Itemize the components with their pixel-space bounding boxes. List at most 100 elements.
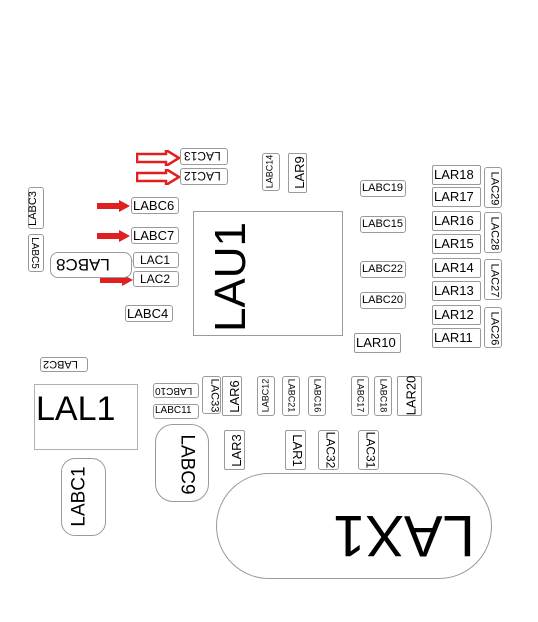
- label-labc20: LABC20: [362, 294, 403, 306]
- label-lar3: LAR3: [228, 434, 244, 467]
- label-labc14: LABC14: [264, 154, 275, 189]
- component-lac2: [133, 271, 179, 287]
- component-lac26: [484, 307, 502, 348]
- component-lau1: [193, 211, 343, 336]
- component-lar3: [224, 430, 245, 470]
- component-lac29: [484, 167, 502, 208]
- component-lac28: [484, 212, 502, 253]
- label-lac31: LAC31: [363, 431, 378, 469]
- label-labc2: LABC2: [43, 358, 78, 370]
- label-labc9: LABC9: [176, 434, 198, 495]
- label-labc11: LABC11: [155, 405, 192, 416]
- label-lac29: LAC29: [488, 171, 501, 206]
- component-lac31: [358, 430, 379, 470]
- label-lar13: LAR13: [434, 283, 474, 298]
- component-lar11: [432, 328, 481, 348]
- label-lac33: LAC33: [208, 378, 221, 413]
- label-lac2: LAC2: [140, 272, 171, 286]
- component-labc16: [308, 376, 326, 416]
- component-lac13: [180, 148, 228, 165]
- label-labc18: LABC18: [378, 378, 389, 413]
- component-labc1: [61, 458, 106, 536]
- label-lac32: LAC32: [323, 431, 338, 469]
- component-lar12: [432, 305, 481, 325]
- component-lar16: [432, 211, 481, 231]
- component-labc2: [40, 357, 88, 372]
- arrow-labc6: [97, 200, 130, 212]
- component-lac32: [318, 430, 339, 470]
- component-lax1: [216, 473, 492, 579]
- component-lac1: [133, 252, 179, 268]
- component-lar1: [285, 430, 306, 470]
- label-labc17: LABC17: [355, 378, 366, 413]
- label-lau1: LAU1: [206, 221, 256, 333]
- label-labc21: LABC21: [286, 378, 297, 413]
- label-lac26: LAC26: [488, 311, 501, 346]
- label-labc12: LABC12: [260, 378, 271, 413]
- label-lal1: LAL1: [36, 390, 116, 428]
- label-lax1: LAX1: [333, 503, 475, 568]
- label-lar10: LAR10: [356, 335, 396, 350]
- label-lar1: LAR1: [289, 434, 305, 467]
- component-labc17: [351, 376, 369, 416]
- component-lar18: [432, 165, 481, 185]
- component-lar10: [354, 333, 401, 353]
- component-lar9: [288, 153, 307, 193]
- label-labc6: LABC6: [133, 198, 175, 213]
- label-lar20: LAR20: [403, 375, 419, 416]
- component-labc5: [28, 234, 44, 272]
- component-labc4: [125, 305, 173, 322]
- label-labc4: LABC4: [127, 306, 169, 321]
- component-lac12: [180, 168, 228, 185]
- label-labc5: LABC5: [28, 237, 40, 269]
- label-labc19: LABC19: [362, 182, 403, 194]
- label-lar18: LAR18: [434, 167, 474, 182]
- component-labc8: [50, 252, 132, 278]
- component-lar15: [432, 234, 481, 254]
- arrow-lac13: [136, 150, 180, 166]
- arrow-lac12: [136, 169, 180, 185]
- component-lar6: [222, 376, 242, 416]
- component-labc6: [131, 197, 179, 214]
- label-lar11: LAR11: [434, 330, 473, 345]
- label-lar15: LAR15: [434, 236, 474, 251]
- component-lac27: [484, 259, 502, 300]
- component-lac33: [202, 376, 221, 414]
- component-labc7: [131, 227, 179, 244]
- component-labc9: [155, 424, 209, 502]
- label-lac28: LAC28: [488, 216, 501, 251]
- label-lac1: LAC1: [140, 253, 171, 267]
- component-labc19: [360, 180, 406, 197]
- label-labc8: LABC8: [56, 255, 110, 274]
- component-labc11: [153, 404, 199, 419]
- component-labc3: [28, 187, 44, 229]
- label-lar16: LAR16: [434, 213, 474, 228]
- label-labc16: LABC16: [312, 378, 323, 413]
- arrow-labc7: [97, 230, 130, 242]
- label-lar14: LAR14: [434, 260, 474, 275]
- component-labc14: [262, 153, 280, 191]
- label-labc7: LABC7: [133, 228, 175, 243]
- label-lar12: LAR12: [434, 307, 474, 322]
- label-labc10: LABC10: [155, 385, 193, 396]
- label-labc3: LABC3: [26, 191, 39, 226]
- label-labc22: LABC22: [362, 263, 403, 275]
- component-lar13: [432, 281, 481, 301]
- component-lar14: [432, 258, 481, 278]
- label-lar6: LAR6: [226, 380, 242, 413]
- label-lar17: LAR17: [434, 189, 474, 204]
- component-labc12: [257, 376, 275, 416]
- component-labc10: [153, 383, 199, 398]
- component-labc22: [360, 261, 406, 278]
- label-lar9: LAR9: [291, 156, 307, 189]
- component-labc18: [374, 376, 392, 416]
- label-labc1: LABC1: [68, 466, 90, 527]
- label-lac13: LAC13: [184, 149, 221, 163]
- label-lac12: LAC12: [184, 169, 221, 183]
- component-lar20: [397, 376, 422, 416]
- component-labc20: [360, 292, 406, 309]
- component-labc15: [360, 216, 406, 233]
- component-labc21: [282, 376, 300, 416]
- component-lar17: [432, 187, 481, 207]
- component-lal1: [34, 384, 138, 450]
